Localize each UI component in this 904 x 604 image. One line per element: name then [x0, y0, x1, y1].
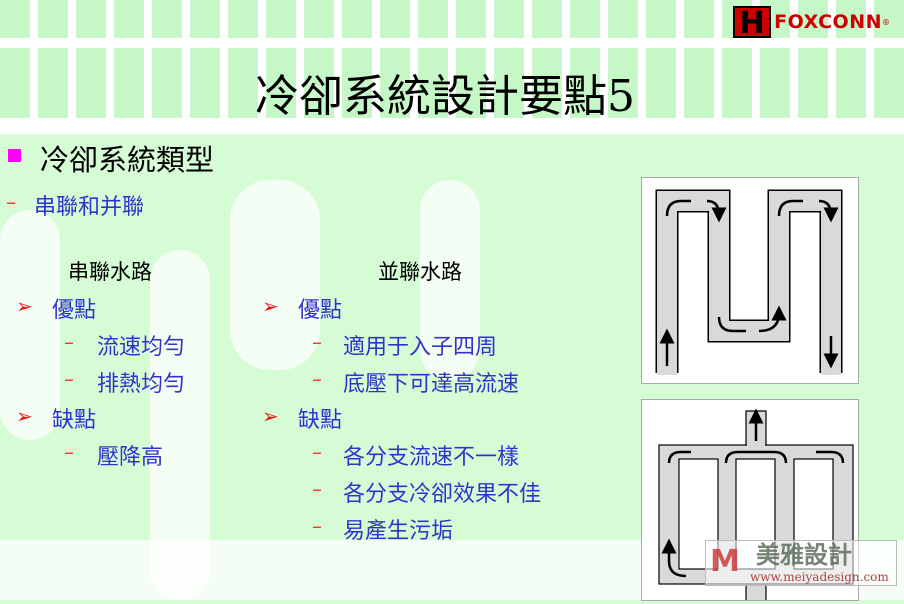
flow-arrow-icon [665, 199, 691, 217]
parallel-title: 並聯水路 [378, 260, 462, 284]
background-band [0, 118, 904, 134]
flow-arrow-icon [758, 305, 787, 333]
list-item: 排熱均勻 [97, 372, 186, 397]
flow-arrow-icon [706, 199, 727, 223]
flow-arrow-icon [717, 316, 746, 333]
background-blob [0, 210, 60, 440]
foxconn-mark: H [733, 6, 772, 40]
slide-title: 冷卻系統設計要點5 [255, 71, 635, 122]
watermark-mark: M [710, 544, 740, 579]
dash-bullet: – [312, 514, 322, 538]
dash-bullet: – [312, 367, 322, 391]
series-circuit-diagram [641, 177, 859, 384]
list-item: 易產生污垢 [343, 519, 454, 544]
watermark-text: 美雅設計 [756, 541, 852, 569]
arrow-bullet-icon: ➢ [16, 404, 33, 428]
flow-arrow-icon [816, 450, 845, 464]
arrow-bullet-icon: ➢ [16, 294, 33, 318]
flow-arrow-icon [818, 199, 839, 223]
flow-arrow-icon [667, 450, 691, 464]
background-blob [230, 180, 320, 370]
list-item: 流速均勻 [97, 335, 186, 360]
square-bullet-icon [8, 149, 21, 162]
watermark-logo: M 美雅設計 www.meiyadesign.com [705, 540, 897, 586]
registered-mark: ® [882, 17, 890, 27]
subheading: 串聯和并聯 [34, 195, 145, 220]
list-item: 各分支流速不一樣 [343, 445, 520, 470]
list-item: 壓降高 [97, 445, 164, 470]
dash-bullet: – [6, 190, 16, 214]
section-heading: 冷卻系統類型 [40, 143, 215, 177]
dash-bullet: – [64, 330, 74, 354]
arrow-bullet-icon: ➢ [262, 404, 279, 428]
list-item: 各分支冷卻效果不佳 [343, 482, 542, 507]
background-band [0, 38, 904, 48]
list-item: 底壓下可達高流速 [343, 372, 520, 397]
dash-bullet: – [64, 440, 74, 464]
dash-bullet: – [312, 330, 322, 354]
dash-bullet: – [64, 367, 74, 391]
parallel-pros-label: 優點 [298, 298, 343, 323]
list-item: 適用于入子四周 [343, 335, 498, 360]
series-pros-label: 優點 [52, 298, 97, 323]
series-cons-label: 缺點 [52, 408, 97, 433]
dash-bullet: – [312, 477, 322, 501]
watermark-url: www.meiyadesign.com [750, 570, 889, 584]
series-title: 串聯水路 [68, 260, 152, 284]
foxconn-logo: H FOXCONN ® [733, 6, 890, 40]
flow-arrow-icon [777, 199, 803, 217]
parallel-cons-label: 缺點 [298, 408, 343, 433]
flow-arrow-icon [724, 450, 788, 464]
background-blob [420, 180, 480, 380]
arrow-bullet-icon: ➢ [262, 294, 279, 318]
dash-bullet: – [312, 440, 322, 464]
foxconn-text: FOXCONN [774, 11, 882, 33]
flow-arrow-icon [661, 538, 687, 578]
